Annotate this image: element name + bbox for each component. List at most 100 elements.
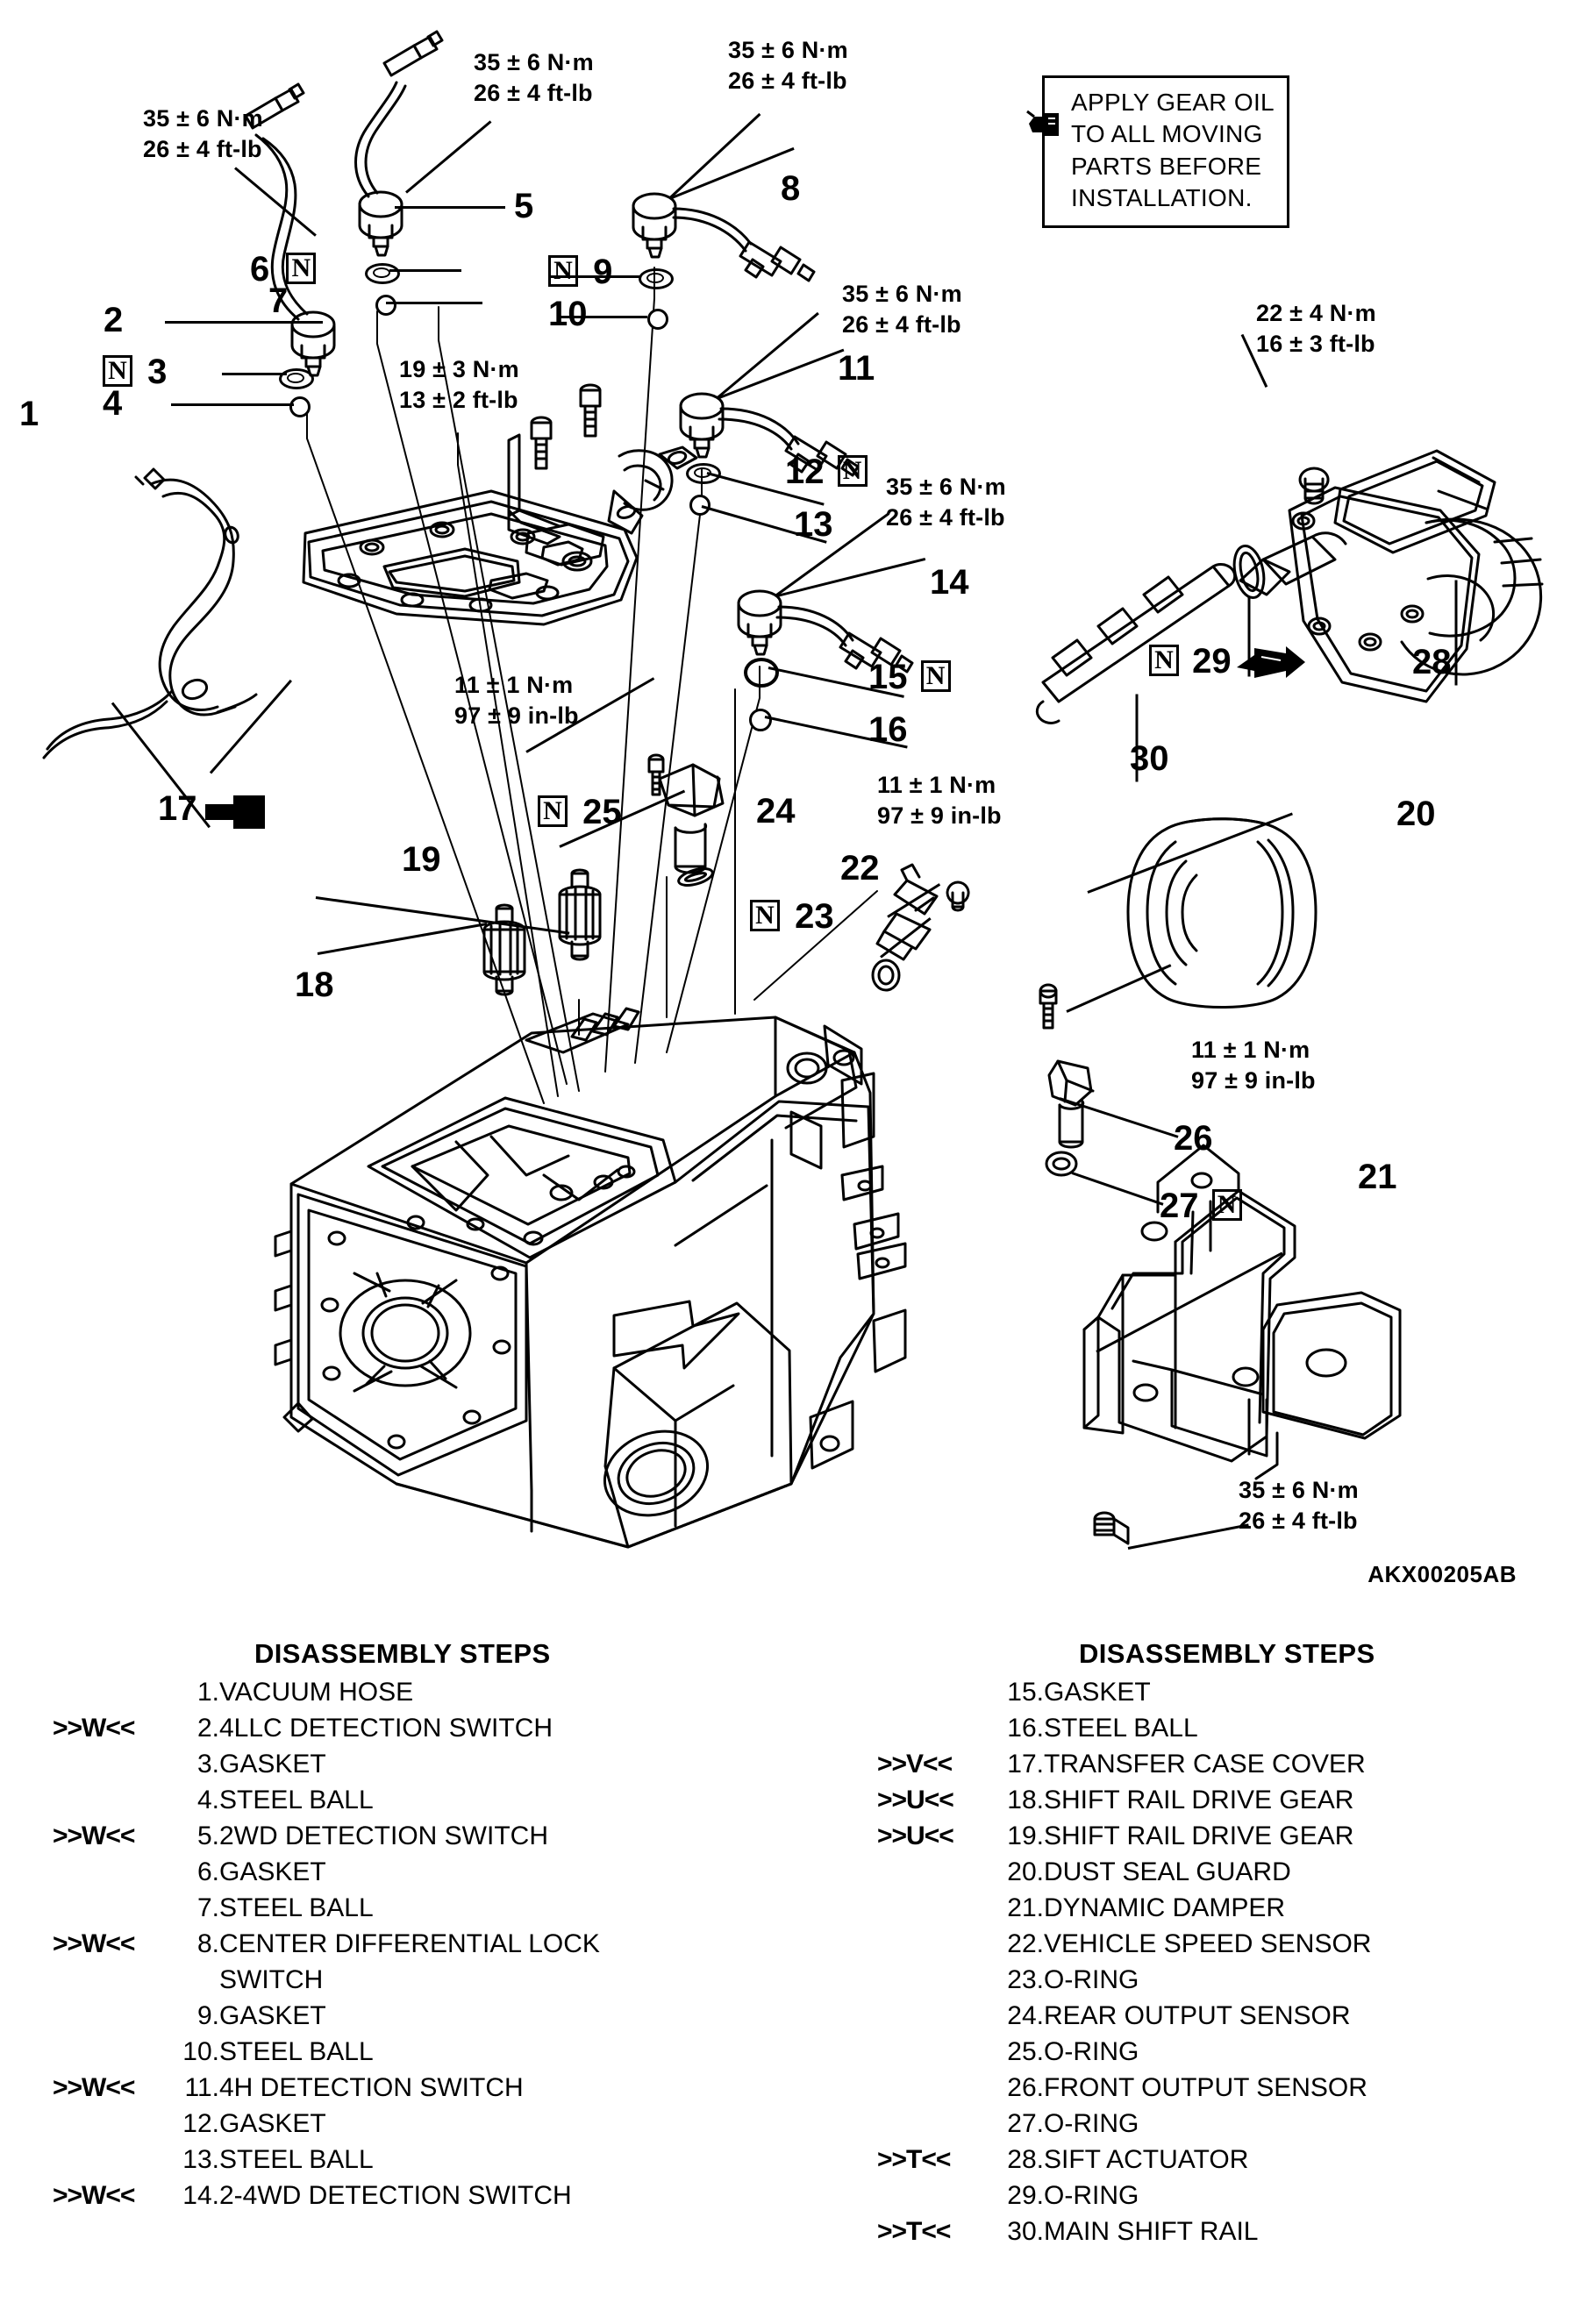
step-row: 6.GASKET [53, 1859, 600, 1895]
callout-number: 7 [268, 282, 289, 320]
step-marker [877, 1931, 982, 1967]
callout-number: 10 [548, 295, 588, 333]
step-marker [53, 2111, 158, 2147]
step-number: 3. [196, 1750, 219, 1779]
step-marker: >>W<< [53, 2181, 135, 2210]
step-number: 2. [196, 1714, 219, 1743]
callout-3: N 3 [103, 354, 167, 389]
step-row: >>W<< 14.2-4WD DETECTION SWITCH [53, 2183, 600, 2219]
step-marker [877, 2003, 982, 2039]
torque-ftlb: 26 ± 4 ft-lb [842, 311, 961, 339]
note-line-2: TO ALL MOVING [1071, 120, 1263, 148]
steel-ball-10-glyph [647, 309, 668, 330]
vehicle-speed-sensor-part [877, 865, 968, 959]
step-marker [877, 1895, 982, 1931]
step-number: 18. [1007, 1786, 1044, 1814]
callout-16: 16 [868, 712, 908, 747]
step-row: 9.GASKET [53, 2003, 600, 2039]
torque-spec-cover: 19 ± 3 N·m 13 ± 2 ft-lb [399, 354, 519, 416]
callout-24: 24 [756, 794, 796, 829]
step-label: O-RING [1044, 1965, 1139, 1994]
torque-ftlb: 13 ± 2 ft-lb [399, 387, 518, 414]
step-marker [53, 1679, 158, 1715]
callout-number: 15 [868, 658, 908, 696]
step-row: >>V<<17.TRANSFER CASE COVER [877, 1751, 1371, 1787]
main-shift-rail-part [1037, 565, 1234, 724]
gasket-9-inner [646, 273, 664, 283]
callout-number: 3 [147, 353, 168, 391]
callout-number: 8 [781, 169, 801, 208]
step-row: 23.O-RING [877, 1967, 1371, 2003]
non-reusable-part-icon: N [286, 253, 317, 284]
gasket-3-inner [287, 373, 304, 383]
step-label: STEEL BALL [219, 1893, 374, 1922]
step-marker [53, 2003, 158, 2039]
switch-2wd-part [356, 32, 443, 255]
step-row: 13.STEEL BALL [53, 2147, 600, 2183]
callout-10: 10 [548, 296, 588, 331]
non-reusable-part-icon: N [1211, 1189, 1242, 1221]
callout-23: N 23 [750, 899, 834, 934]
step-label: STEEL BALL [219, 1786, 374, 1814]
step-number: 14. [182, 2181, 219, 2210]
callout-29: N 29 [1149, 644, 1232, 679]
step-marker [53, 1751, 158, 1787]
step-number [158, 1967, 219, 2003]
torque-spec-26: 11 ± 1 N·m 97 ± 9 in-lb [1191, 1035, 1316, 1096]
callout-number: 11 [838, 349, 875, 388]
steps-right-title: DISASSEMBLY STEPS [1079, 1638, 1375, 1669]
step-number: 4. [196, 1786, 219, 1814]
gasket-15-glyph [744, 658, 779, 688]
step-label: SHIFT RAIL DRIVE GEAR [1044, 1786, 1354, 1814]
step-row: 15.GASKET [877, 1679, 1371, 1715]
step-number: 26. [1007, 2073, 1044, 2102]
torque-nm: 11 ± 1 N·m [454, 672, 574, 698]
torque-ftlb: 26 ± 4 ft-lb [143, 136, 262, 163]
torque-spec-2: 35 ± 6 N·m 26 ± 4 ft-lb [143, 103, 263, 165]
steel-ball-7-glyph [375, 295, 396, 316]
step-label: MAIN SHIFT RAIL [1044, 2217, 1259, 2246]
callout-17: 17 [158, 791, 197, 826]
step-number: 21. [1007, 1893, 1044, 1922]
torque-nm: 35 ± 6 N·m [842, 281, 962, 307]
apply-gear-oil-note: APPLY GEAR OIL TO ALL MOVING PARTS BEFOR… [1026, 75, 1289, 228]
step-row: >>W<<8.CENTER DIFFERENTIAL LOCK [53, 1931, 600, 1967]
callout-7: 7 [268, 283, 288, 318]
step-label: 2-4WD DETECTION SWITCH [219, 2181, 572, 2210]
callout-number: 24 [756, 792, 796, 831]
non-reusable-part-icon: N [538, 795, 568, 827]
callout-number: 28 [1412, 643, 1452, 681]
gasket-12-glyph [686, 463, 721, 484]
step-row: 1.VACUUM HOSE [53, 1679, 600, 1715]
assembly-guide-lines [307, 267, 877, 1103]
transfer-case-body [275, 1009, 905, 1547]
callout-number: 5 [514, 187, 534, 225]
leader-line [560, 316, 647, 318]
step-marker [877, 1967, 982, 2003]
callout-number: 13 [794, 505, 833, 544]
torque-spec-21: 35 ± 6 N·m 26 ± 4 ft-lb [1239, 1475, 1359, 1536]
step-label: 2WD DETECTION SWITCH [219, 1821, 548, 1850]
callout-number: 21 [1358, 1158, 1397, 1196]
shift-rail-drive-gear-19 [560, 870, 600, 959]
callout-number: 23 [795, 897, 834, 936]
step-label: GASKET [219, 2001, 326, 2030]
step-number: 9. [196, 2001, 219, 2030]
step-number: 16. [1007, 1714, 1044, 1743]
step-marker [877, 2183, 982, 2219]
step-row: 10.STEEL BALL [53, 2039, 600, 2075]
step-row: >>W<<5.2WD DETECTION SWITCH [53, 1823, 600, 1859]
steel-ball-16-glyph [749, 709, 772, 731]
torque-nm: 11 ± 1 N·m [1191, 1037, 1310, 1063]
step-row-continuation: SWITCH [53, 1967, 600, 2003]
gasket-9-glyph [639, 268, 674, 289]
step-label: VACUUM HOSE [219, 1678, 414, 1707]
callout-number: 26 [1174, 1119, 1213, 1158]
step-row: 3.GASKET [53, 1751, 600, 1787]
step-marker [53, 2147, 158, 2183]
dynamic-damper-part [1084, 1145, 1400, 1543]
leader-line [550, 275, 639, 278]
callout-20: 20 [1396, 796, 1436, 831]
